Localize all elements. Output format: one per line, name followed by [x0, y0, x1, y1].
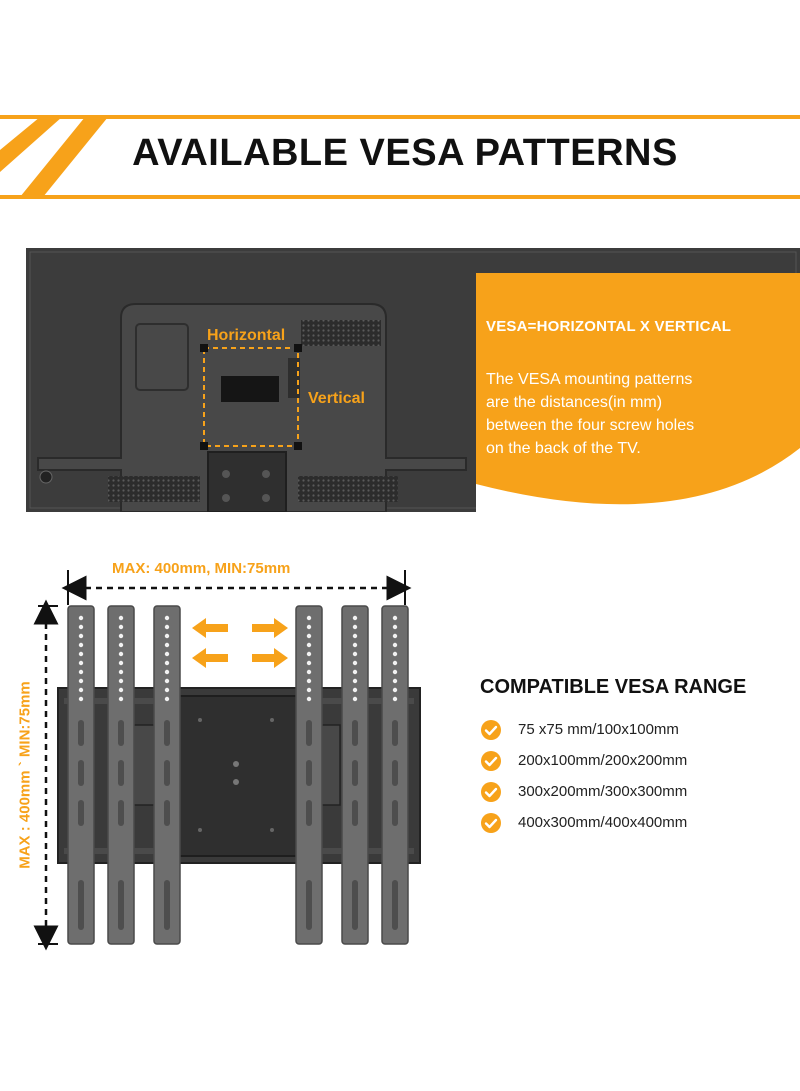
stripe-decoration	[0, 117, 62, 172]
vesa-description: The VESA mounting patterns are the dista…	[486, 368, 776, 460]
page-title: AVAILABLE VESA PATTERNS	[132, 132, 678, 174]
vesa-size-text: 75 x75 mm/100x100mm	[518, 721, 679, 738]
list-item: 75 x75 mm/100x100mm	[480, 714, 780, 745]
check-circle-icon	[481, 719, 501, 740]
compatible-range-heading: COMPATIBLE VESA RANGE	[480, 676, 747, 698]
stripe-decoration	[20, 117, 108, 197]
description-line: between the four screw holes	[486, 417, 695, 434]
vesa-size-text: 200x100mm/200x200mm	[518, 752, 688, 769]
check-circle-icon	[481, 781, 501, 802]
max-height-label: MAX : 400mm ` MIN:75mm	[16, 681, 34, 869]
description-line: on the back of the TV.	[486, 440, 641, 457]
tv-back-illustration	[26, 248, 800, 512]
horizontal-label: Horizontal	[207, 327, 286, 344]
vesa-size-text: 300x200mm/300x300mm	[518, 783, 688, 800]
list-item: 300x200mm/300x300mm	[480, 776, 780, 807]
description-line: are the distances(in mm)	[486, 394, 663, 411]
vertical-label: Vertical	[308, 390, 365, 407]
title-banner	[0, 115, 800, 199]
compatible-range-list: 75 x75 mm/100x100mm 200x100mm/200x200mm …	[480, 714, 780, 838]
vesa-formula-heading: VESA=HORIZONTAL X VERTICAL	[486, 318, 732, 335]
mount-bracket-illustration	[33, 570, 421, 951]
check-circle-icon	[481, 812, 501, 833]
list-item: 400x300mm/400x400mm	[480, 807, 780, 838]
vesa-size-text: 400x300mm/400x400mm	[518, 814, 688, 831]
check-circle-icon	[481, 750, 501, 771]
description-line: The VESA mounting patterns	[486, 371, 693, 388]
max-width-label: MAX: 400mm, MIN:75mm	[112, 560, 291, 577]
list-item: 200x100mm/200x200mm	[480, 745, 780, 776]
